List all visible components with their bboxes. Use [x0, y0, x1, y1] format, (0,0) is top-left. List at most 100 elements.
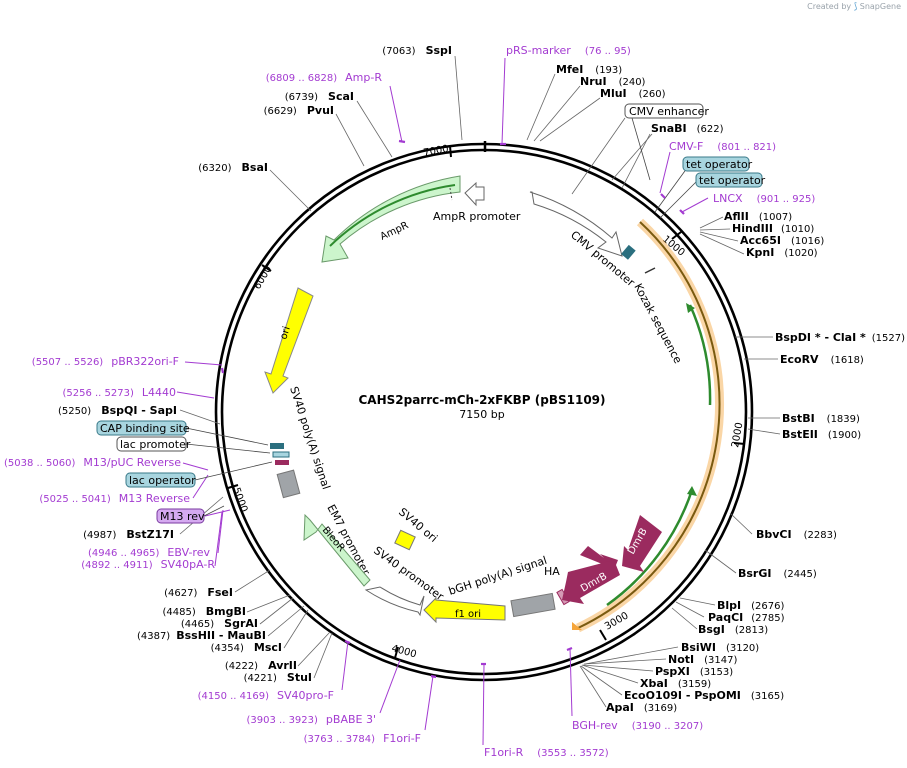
enzyme-msci[interactable]: MscI [254, 641, 282, 654]
svg-text:BGH-rev(3190 .. 3207): BGH-rev(3190 .. 3207) [572, 719, 703, 732]
cap-binding-site-box[interactable] [96, 420, 187, 436]
cmv-promoter-arrow[interactable] [529, 191, 623, 257]
enzyme-aflii[interactable]: AflII [724, 210, 749, 223]
svg-text:XbaI(3159): XbaI(3159) [640, 677, 711, 690]
enzyme-bsrgi[interactable]: BsrGI [738, 567, 771, 580]
enzyme-pspxi[interactable]: PspXI [655, 665, 690, 678]
tick-label-7000: 7000 [423, 144, 450, 159]
primer-cmv-f[interactable]: CMV-F [669, 140, 703, 153]
enzyme-bspqi-sapi[interactable]: BspQI - SapI [101, 404, 177, 417]
primer-labels: pRS-marker(76 .. 95) (6809 .. 6828)Amp-R… [4, 44, 815, 759]
primer-m13-reverse[interactable]: M13 Reverse [119, 492, 190, 505]
dmrb-arrow-1[interactable] [622, 515, 662, 572]
enzyme-mfei[interactable]: MfeI [556, 63, 583, 76]
enzyme-acc65i[interactable]: Acc65I [740, 234, 781, 247]
lac-operator-label: lac operator [129, 474, 196, 487]
enzyme-apai[interactable]: ApaI [606, 701, 634, 714]
dmrb-arrow-2[interactable] [562, 560, 620, 604]
lac-promoter-box[interactable] [116, 436, 187, 452]
tet-operator-label-2: tet operator [699, 174, 766, 187]
enzyme-mlui[interactable]: MluI [600, 87, 627, 100]
primer-sv40pro-f[interactable]: SV40pro-F [277, 689, 334, 702]
tet-operator-box-1[interactable] [682, 156, 750, 172]
primer-amp-r[interactable]: Amp-R [345, 71, 382, 84]
ampr-promoter-label: AmpR promoter [433, 210, 521, 223]
enzyme-blpi[interactable]: BlpI [717, 599, 741, 612]
enzyme-ecorv[interactable]: EcoRV [780, 353, 819, 366]
enzyme-paqci[interactable]: PaqCI [708, 611, 743, 624]
tick-marks [227, 141, 746, 659]
primer-pbr322ori-f[interactable]: pBR322ori-F [111, 355, 179, 368]
primer-lncx[interactable]: LNCX [713, 192, 743, 205]
orange-track [577, 221, 721, 629]
ampr-label: AmpR [379, 220, 411, 243]
enzyme-bsshii-maubi[interactable]: BssHII - MauBI [176, 629, 266, 642]
enzyme-hindiii[interactable]: HindIII [732, 222, 773, 235]
lac-operator-box[interactable] [125, 472, 196, 488]
enzyme-ecoo109i-pspomi[interactable]: EcoO109I - PspOMI [624, 689, 741, 702]
enzyme-xbai[interactable]: XbaI [640, 677, 668, 690]
enzyme-bspdi-clai[interactable]: BspDI * - ClaI * [775, 331, 866, 344]
enzyme-bstbi[interactable]: BstBI [782, 412, 815, 425]
ori-arrow[interactable] [264, 287, 314, 394]
enzyme-pvui[interactable]: PvuI [307, 104, 334, 117]
svg-text:(6739)ScaI: (6739)ScaI [285, 90, 354, 103]
cmv-enhancer-box[interactable] [624, 103, 704, 119]
primer-m13-puc-reverse[interactable]: M13/pUC Reverse [83, 456, 181, 469]
m13-rev-box[interactable] [156, 508, 205, 524]
primer-bgh-rev[interactable]: BGH-rev [572, 719, 618, 732]
sv40-ori-block[interactable] [394, 529, 416, 551]
svg-text:EcoRV(1618): EcoRV(1618) [780, 353, 864, 366]
ampr-arrow[interactable] [321, 175, 461, 263]
tick-3000 [599, 629, 607, 641]
bgh-polya-label: bGH poly(A) signal [447, 554, 549, 598]
svg-text:ApaI(3169): ApaI(3169) [606, 701, 677, 714]
enzyme-avrii[interactable]: AvrII [268, 659, 297, 672]
sv40-promoter-arrow[interactable] [364, 586, 425, 617]
primer-sv40pa-r[interactable]: SV40pA-R [161, 558, 216, 571]
primer-pbabe-3[interactable]: pBABE 3' [326, 713, 376, 726]
sv40-polya-block[interactable] [276, 469, 301, 499]
enzyme-noti[interactable]: NotI [668, 653, 694, 666]
svg-text:BsiWI(3120): BsiWI(3120) [681, 641, 759, 654]
f1-ori-arrow[interactable] [423, 596, 506, 624]
svg-text:(3763 .. 3784)F1ori-F: (3763 .. 3784)F1ori-F [304, 732, 421, 745]
enzyme-bsteii[interactable]: BstEII [782, 428, 818, 441]
enzyme-snabi[interactable]: SnaBI [651, 122, 687, 135]
snapgene-logo-icon: ⟆ [853, 2, 858, 12]
boxed-connectors [185, 117, 699, 517]
enzyme-sspi[interactable]: SspI [426, 44, 452, 57]
ampr-promoter-arrow[interactable] [464, 181, 485, 207]
enzyme-bsgi[interactable]: BsgI [698, 623, 725, 636]
svg-text:(5507 .. 5526)pBR322ori-F: (5507 .. 5526)pBR322ori-F [32, 355, 179, 368]
snapgene-brand: Created by ⟆ SnapGene [807, 2, 901, 12]
enzyme-stui[interactable]: StuI [287, 671, 312, 684]
enzyme-bstz17i[interactable]: BstZ17I [126, 528, 174, 541]
primer-f1ori-r[interactable]: F1ori-R [484, 746, 524, 759]
enzyme-bsiwi[interactable]: BsiWI [681, 641, 716, 654]
enzyme-sgrai[interactable]: SgrAI [224, 617, 258, 630]
enzyme-bmgbi[interactable]: BmgBI [206, 605, 246, 618]
svg-text:MluI(260): MluI(260) [600, 87, 666, 100]
enzyme-bsai[interactable]: BsaI [242, 161, 268, 174]
svg-text:AflII(1007): AflII(1007) [724, 210, 792, 223]
primer-f1ori-f[interactable]: F1ori-F [383, 732, 421, 745]
svg-text:(5256 .. 5273)L4440: (5256 .. 5273)L4440 [62, 386, 176, 399]
enzyme-kpni[interactable]: KpnI [746, 246, 774, 259]
svg-text:BstBI(1839): BstBI(1839) [782, 412, 860, 425]
bgh-polya-block[interactable] [510, 592, 556, 618]
cap-mini-feature [270, 443, 284, 449]
bleor-arrow[interactable] [303, 513, 371, 587]
enzyme-bbvci[interactable]: BbvCI [756, 528, 792, 541]
primer-prs-marker[interactable]: pRS-marker [506, 44, 571, 57]
tet-operator-box-2[interactable] [695, 172, 763, 188]
enzyme-scai[interactable]: ScaI [328, 90, 354, 103]
enzyme-nrui[interactable]: NruI [580, 75, 607, 88]
primer-l4440[interactable]: L4440 [142, 386, 176, 399]
green-track-lower [606, 489, 694, 607]
svg-text:(6320)BsaI: (6320)BsaI [198, 161, 268, 174]
green-track-upper [688, 304, 712, 406]
enzyme-fsei[interactable]: FseI [207, 586, 233, 599]
primer-ebv-rev[interactable]: EBV-rev [167, 546, 210, 559]
